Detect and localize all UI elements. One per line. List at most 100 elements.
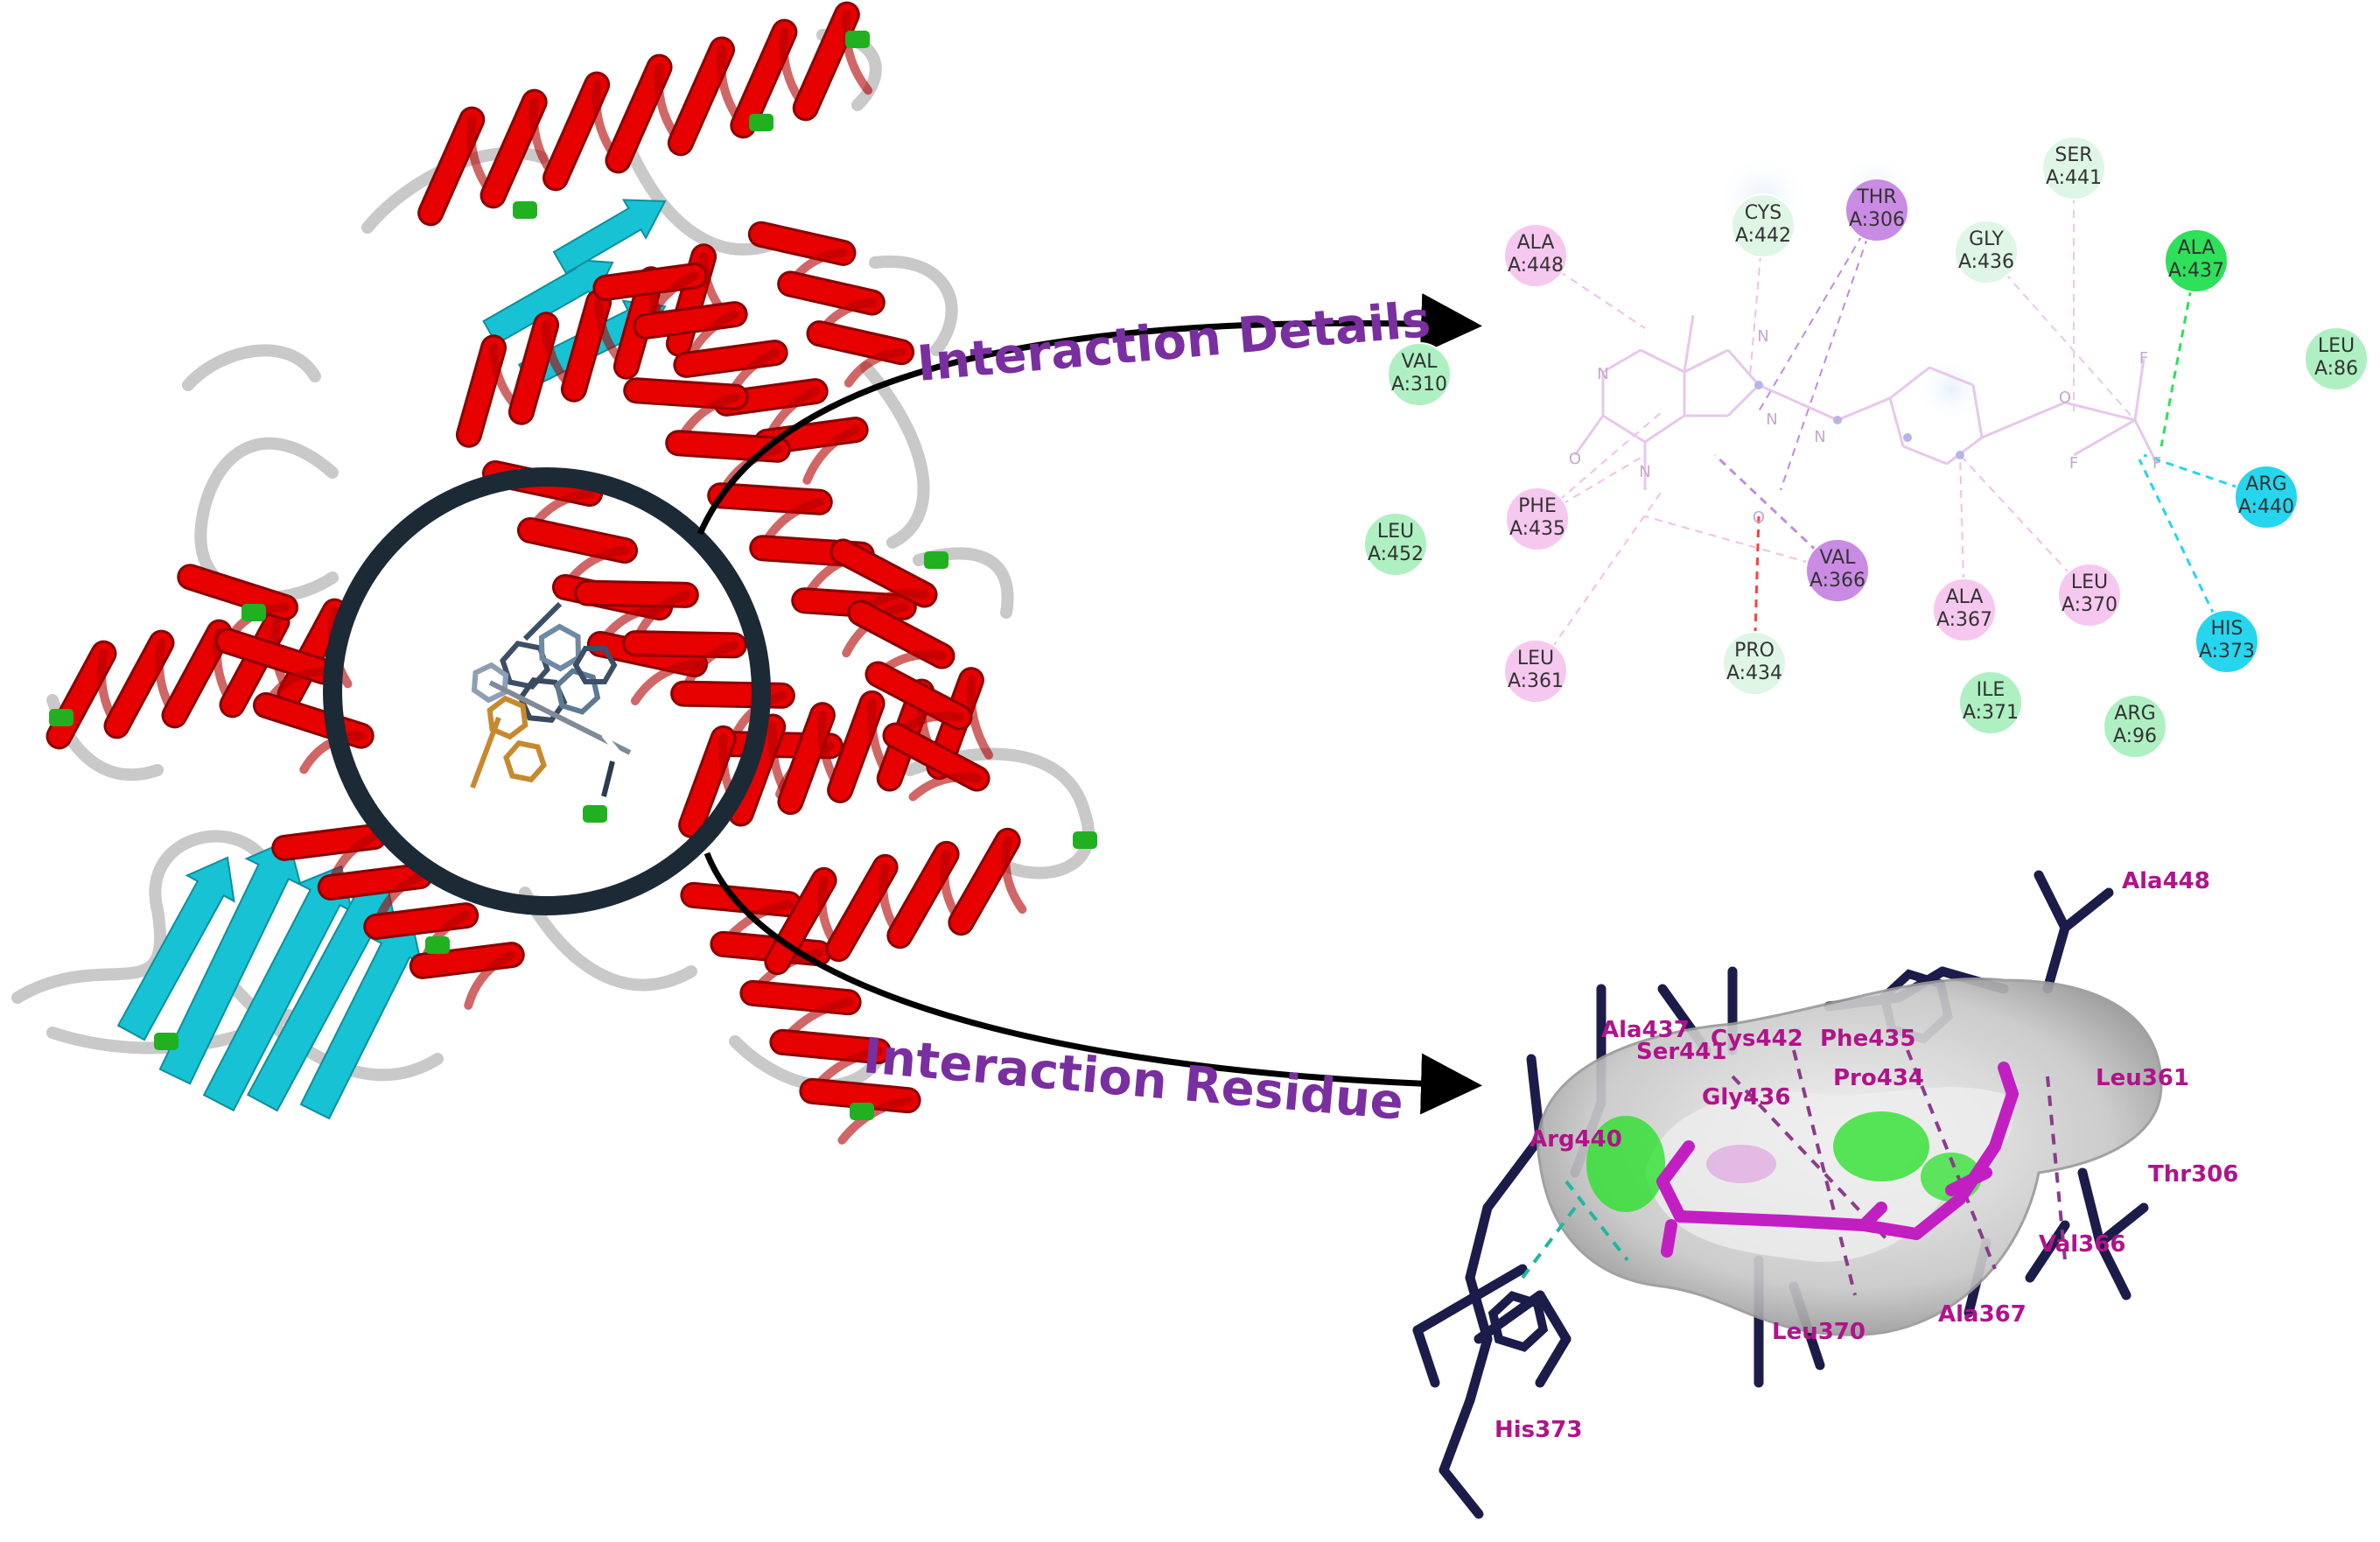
residue-name: ARG [2245, 473, 2286, 495]
residue-id: A:437 [2168, 260, 2224, 282]
ligand-bond [601, 733, 650, 789]
ligand-stick [1910, 1193, 1966, 1240]
residue-label-3d: Ala437 [1601, 1017, 1690, 1043]
arrow-to-residue [704, 852, 1482, 1115]
ligand-ring [554, 668, 601, 715]
alpha-helix [592, 263, 869, 485]
ligand-ring [486, 695, 528, 740]
residue-id: A:371 [1963, 702, 2019, 724]
residue-name: THR [1856, 186, 1896, 208]
ligand-stick [1989, 1088, 2019, 1153]
ligand-bond-2d [2073, 418, 2136, 457]
ligand-stick [1656, 1140, 1695, 1188]
residue-name: PHE [1518, 495, 1557, 517]
ligand-bond-2d [1573, 415, 1605, 456]
residue-label-3d: Pro434 [1833, 1065, 1924, 1091]
ligand-bond-2d [1981, 401, 2066, 439]
ligand-stick [1858, 1202, 1887, 1231]
residue-id: A:96 [2113, 725, 2157, 747]
residue-name: LEU [2318, 335, 2355, 357]
interaction-line [1753, 515, 1760, 664]
surface-hydrophobic-patch [1706, 1145, 1776, 1183]
ligand-atom-label: N [1639, 463, 1650, 481]
ligand-ring [538, 623, 582, 672]
residue-id: A:367 [1936, 609, 1992, 631]
residue-name: LEU [2071, 571, 2108, 593]
ligand-stick [1858, 1219, 1922, 1240]
ligand-bond-2d [1726, 383, 1760, 417]
ligand-ring [503, 739, 547, 783]
residue-name: ARG [2114, 703, 2155, 725]
coil-loop [904, 747, 1095, 880]
interaction-lines [1535, 168, 2267, 672]
docked-ligands [470, 601, 650, 797]
residue-label-3d: Cys442 [1711, 1026, 1803, 1052]
residue-id: A:436 [1958, 251, 2014, 273]
ligand-bond-2d [1889, 366, 1930, 400]
ligand-atom-label: O [1753, 508, 1765, 527]
interaction-dash-3d [1906, 1049, 1997, 1270]
residue-name: HIS [2211, 618, 2244, 640]
residue-name: GLY [1969, 228, 2004, 250]
ligand-bond-2d [1971, 384, 1984, 438]
interaction-line [1535, 489, 1663, 672]
turn-segment [845, 31, 870, 48]
sidechain-stick [1535, 1290, 1572, 1344]
turn-segment [924, 551, 948, 569]
ligand-atom-label: F [2069, 454, 2078, 473]
alpha-helix [177, 564, 374, 775]
surface-hbond-patch [1586, 1116, 1665, 1212]
turn-segment [513, 201, 537, 219]
sidechain-stick [2077, 1167, 2105, 1248]
ligand-bond-2d [1946, 436, 1983, 466]
sidechain-stick [1535, 1334, 1572, 1388]
alpha-helix [830, 538, 990, 802]
residue-name: ILE [1977, 679, 2006, 701]
residue-id: A:86 [2314, 358, 2358, 380]
aromatic-ring [1488, 1291, 1549, 1352]
ligand-bond-2d [1684, 348, 1729, 374]
residue-bubbles: ALAA:448CYSA:442THRA:306SERA:441GLYA:436… [1363, 136, 2369, 759]
ligand-bond [470, 716, 501, 789]
residue-name: LEU [1377, 521, 1414, 543]
residue-name: CYS [1745, 202, 1782, 224]
residue-name: VAL [1820, 547, 1857, 569]
residue-id: A:435 [1509, 518, 1565, 540]
sidechain-stick [1412, 1325, 1440, 1388]
sidechain-stick [2042, 922, 2070, 994]
ligand-bond-2d [1602, 414, 1646, 444]
turn-segment [242, 604, 266, 621]
residue-id: A:310 [1391, 374, 1447, 396]
coil-loop [11, 830, 269, 1004]
interaction-line [1644, 515, 1838, 571]
beta-strand [116, 856, 235, 1041]
sidechain-stick [2034, 870, 2070, 933]
residue-label-3d: Ala367 [1938, 1301, 2026, 1328]
residue-label-3d: Leu361 [2096, 1065, 2189, 1091]
callout-interaction-details: Interaction Details [915, 291, 1433, 393]
residue-name: LEU [1517, 648, 1554, 669]
callout-interaction-residue: Interaction Residue [861, 1027, 1406, 1132]
ligand-stick [1656, 1175, 1686, 1223]
alpha-helix [764, 827, 1027, 976]
sidechain-stick [1482, 1132, 1545, 1213]
turn-segment [1073, 831, 1097, 849]
ligand-centroid [1903, 433, 1912, 442]
turn-segment [425, 936, 450, 954]
interaction-dashes-3d [1521, 1049, 2067, 1296]
sidechain-stick [2095, 1237, 2132, 1300]
